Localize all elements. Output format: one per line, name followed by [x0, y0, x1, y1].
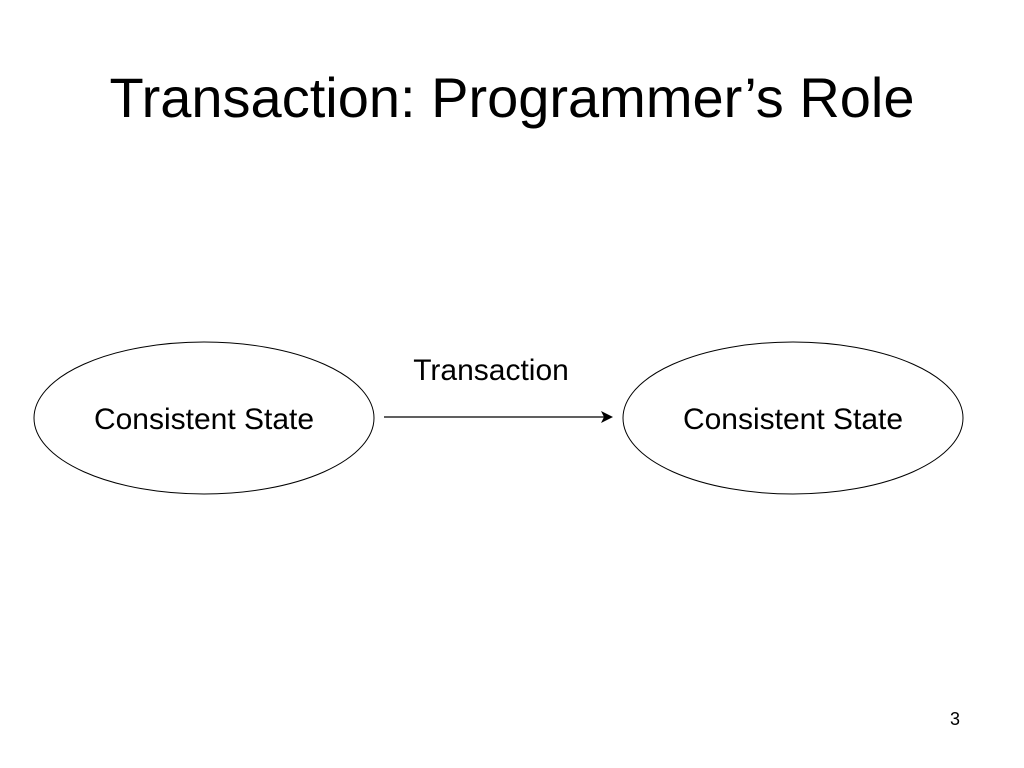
arrow-label: Transaction [413, 354, 569, 387]
transition-arrow: Transaction [384, 354, 613, 423]
arrow-head-icon [601, 411, 613, 423]
left-state-node: Consistent State [33, 341, 375, 495]
right-state-label: Consistent State [683, 403, 903, 436]
left-state-ellipse [33, 341, 375, 495]
right-state-node: Consistent State [622, 341, 964, 495]
right-state-ellipse [622, 341, 964, 495]
page-number: 3 [949, 709, 960, 729]
left-state-label: Consistent State [94, 403, 314, 436]
slide-title: Transaction: Programmer’s Role [109, 66, 915, 129]
